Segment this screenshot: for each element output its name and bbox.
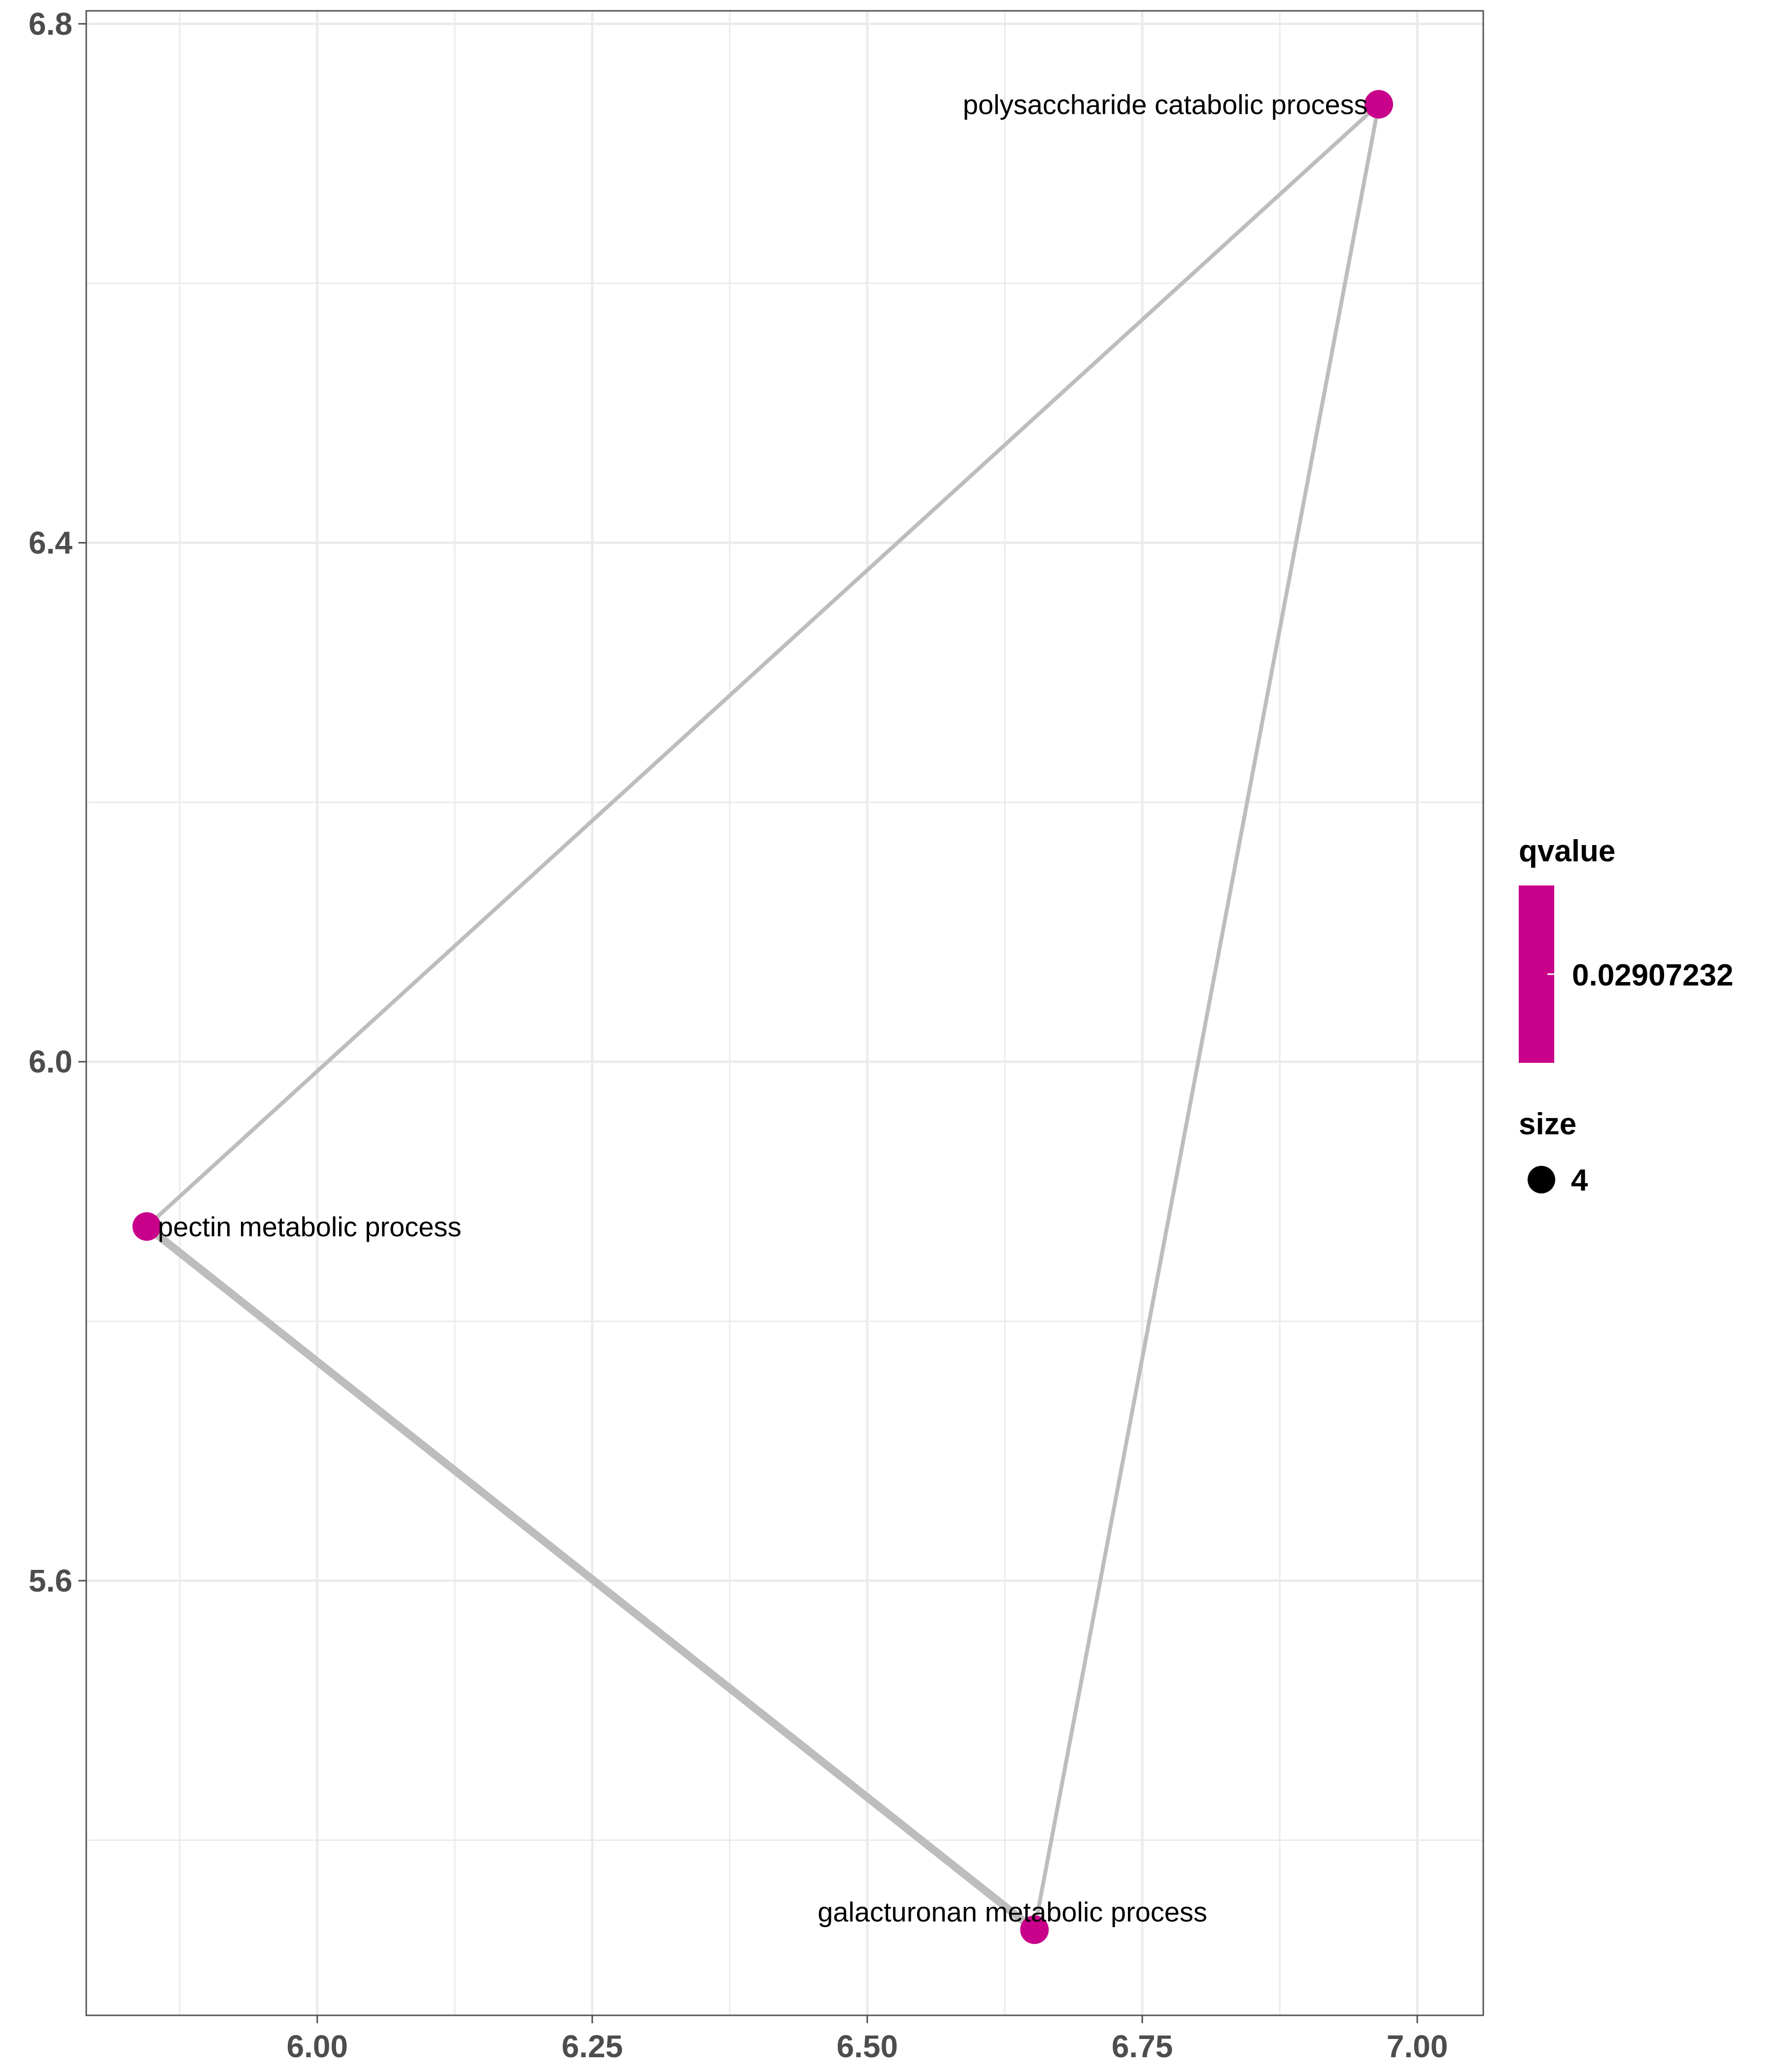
- legend-size-dot: [1528, 1166, 1555, 1193]
- legend-size-title: size: [1519, 1107, 1576, 1141]
- x-tick-label: 6.00: [286, 2029, 348, 2064]
- edge-pectin-galacturonan: [142, 1223, 1039, 1934]
- legend-color-title: qvalue: [1519, 834, 1615, 868]
- node-label-polysaccharide: polysaccharide catabolic process: [963, 89, 1368, 120]
- x-tick-label: 6.25: [562, 2029, 623, 2064]
- node-pectin: [132, 1212, 161, 1241]
- axis-layer: 6.00 6.25 6.50 6.75 7.00 5.6 6.0 6.4 6.8: [29, 6, 1448, 2064]
- panel-border: [85, 10, 1484, 2016]
- x-tick-label: 6.50: [837, 2029, 898, 2064]
- y-tick-label: 6.8: [29, 6, 72, 41]
- node-layer: [132, 90, 1393, 1944]
- node-polysaccharide: [1364, 90, 1393, 119]
- node-label-pectin: pectin metabolic process: [158, 1211, 461, 1242]
- grid-layer: [86, 11, 1483, 2015]
- edge-polysaccharide-pectin: [144, 102, 1381, 1229]
- x-tick-label: 6.75: [1112, 2029, 1173, 2064]
- edge-layer: [142, 102, 1381, 1934]
- y-tick-label: 5.6: [29, 1563, 72, 1598]
- x-tick-label: 7.00: [1387, 2029, 1448, 2064]
- legend: qvalue 0.02907232 size 4: [1519, 834, 1734, 1197]
- node-label-galacturonan: galacturonan metabolic process: [818, 1896, 1207, 1927]
- y-tick-label: 6.0: [29, 1044, 72, 1080]
- legend-size-value: 4: [1571, 1163, 1588, 1197]
- edge-polysaccharide-galacturonan: [1032, 102, 1381, 1932]
- legend-color-value: 0.02907232: [1572, 958, 1734, 992]
- label-layer: polysaccharide catabolic process pectin m…: [158, 89, 1368, 1928]
- node-galacturonan: [1020, 1915, 1049, 1944]
- y-tick-label: 6.4: [29, 525, 72, 561]
